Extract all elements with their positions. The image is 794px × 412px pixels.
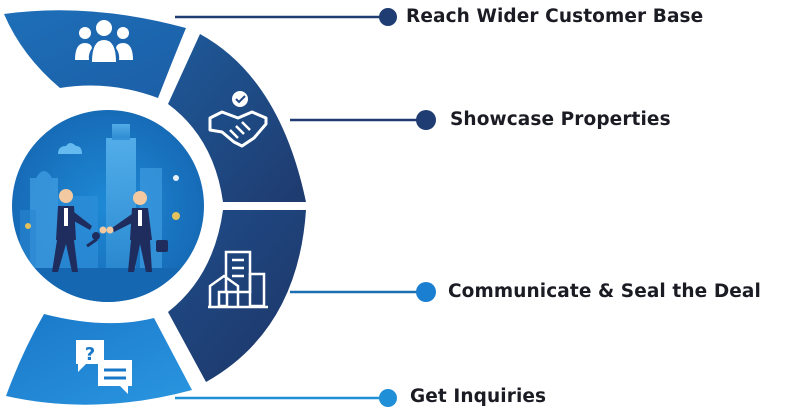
step3-dot <box>416 282 436 302</box>
step-label-reach: Reach Wider Customer Base <box>406 6 704 27</box>
users-group-icon <box>75 20 133 62</box>
step4-dot <box>379 389 397 407</box>
step1-dot <box>379 8 397 26</box>
chat-question-icon: ? <box>76 340 132 394</box>
svg-text:?: ? <box>85 344 95 365</box>
handshake-check-icon <box>208 91 268 148</box>
business-handshake-illustration <box>8 106 208 306</box>
buildings-icon <box>208 250 268 309</box>
step-label-communicate: Communicate & Seal the Deal <box>448 281 761 302</box>
connector-lines <box>175 8 436 407</box>
step2-dot <box>416 110 436 130</box>
step-label-inquiries: Get Inquiries <box>410 386 547 407</box>
step-label-showcase: Showcase Properties <box>450 109 671 130</box>
